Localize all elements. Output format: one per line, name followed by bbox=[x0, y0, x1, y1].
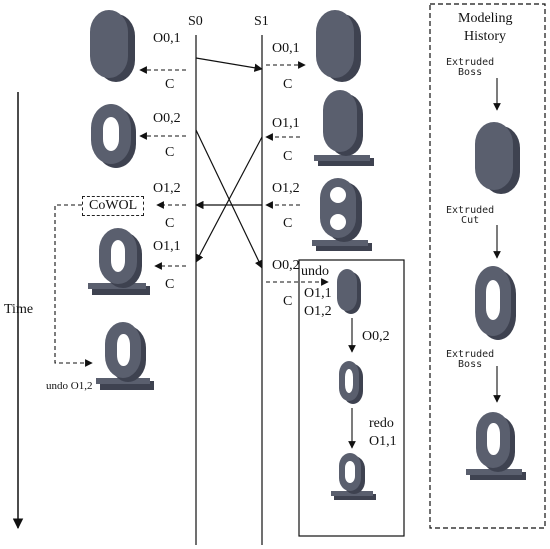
box-undo-op-2: O1,2 bbox=[304, 304, 332, 319]
solid-block-stand-right-2 bbox=[314, 90, 374, 166]
right-c-2: C bbox=[283, 149, 293, 164]
undo-redo-box bbox=[298, 259, 405, 537]
history-solid-ring bbox=[475, 266, 516, 340]
right-op-4: O0,2 bbox=[272, 258, 300, 273]
solid-eight-stand-right-3 bbox=[312, 178, 372, 251]
cowol-box: CoWOL bbox=[82, 196, 145, 216]
history-step-1: Extruded Boss bbox=[446, 57, 495, 78]
history-title-2: History bbox=[464, 29, 506, 44]
box-redo-label: redo bbox=[369, 416, 394, 431]
box-undo-op-1: O1,1 bbox=[304, 286, 332, 301]
history-title-1: Modeling bbox=[458, 11, 513, 26]
solid-box-ring-stand bbox=[331, 453, 376, 500]
modeling-history-box bbox=[429, 3, 546, 529]
left-op-3: O1,2 bbox=[153, 181, 181, 196]
s1-label: S1 bbox=[254, 14, 269, 29]
solid-box-ring bbox=[339, 361, 363, 404]
msg-o01-to-s1 bbox=[195, 57, 263, 72]
right-c-3: C bbox=[283, 216, 293, 231]
right-c-4: C bbox=[283, 294, 293, 309]
box-undo-label: undo bbox=[301, 264, 329, 279]
undo-left-label: undo O1,2 bbox=[46, 380, 93, 392]
right-op-3: O1,2 bbox=[272, 181, 300, 196]
solid-box-block bbox=[337, 269, 361, 314]
left-op-2: O0,2 bbox=[153, 111, 181, 126]
left-c-3: C bbox=[165, 216, 175, 231]
s0-label: S0 bbox=[188, 14, 203, 29]
history-solid-block bbox=[475, 122, 520, 194]
msg-o11-to-s0 bbox=[195, 136, 263, 263]
right-op-1: O0,1 bbox=[272, 41, 300, 56]
solid-ring-stand-left-4 bbox=[96, 322, 154, 390]
solid-block-left-1 bbox=[90, 10, 135, 82]
box-redo-op: O1,1 bbox=[369, 434, 397, 449]
left-c-2: C bbox=[165, 145, 175, 160]
history-step-2: Extruded Cut bbox=[446, 205, 495, 226]
right-c-1: C bbox=[283, 77, 293, 92]
left-c-1: C bbox=[165, 77, 175, 92]
left-c-4: C bbox=[165, 277, 175, 292]
left-op-4: O1,1 bbox=[153, 239, 181, 254]
cowol-undo-path bbox=[54, 204, 93, 367]
right-op-2: O1,1 bbox=[272, 116, 300, 131]
left-op-1: O0,1 bbox=[153, 31, 181, 46]
history-step-3: Extruded Boss bbox=[446, 349, 495, 370]
solid-block-right-1 bbox=[316, 10, 361, 82]
time-label: Time bbox=[4, 302, 34, 317]
solid-ring-stand-left-3 bbox=[88, 228, 150, 295]
solid-ring-left-2 bbox=[91, 104, 136, 168]
history-solid-ring-stand bbox=[466, 412, 526, 480]
box-step-op: O0,2 bbox=[362, 329, 390, 344]
